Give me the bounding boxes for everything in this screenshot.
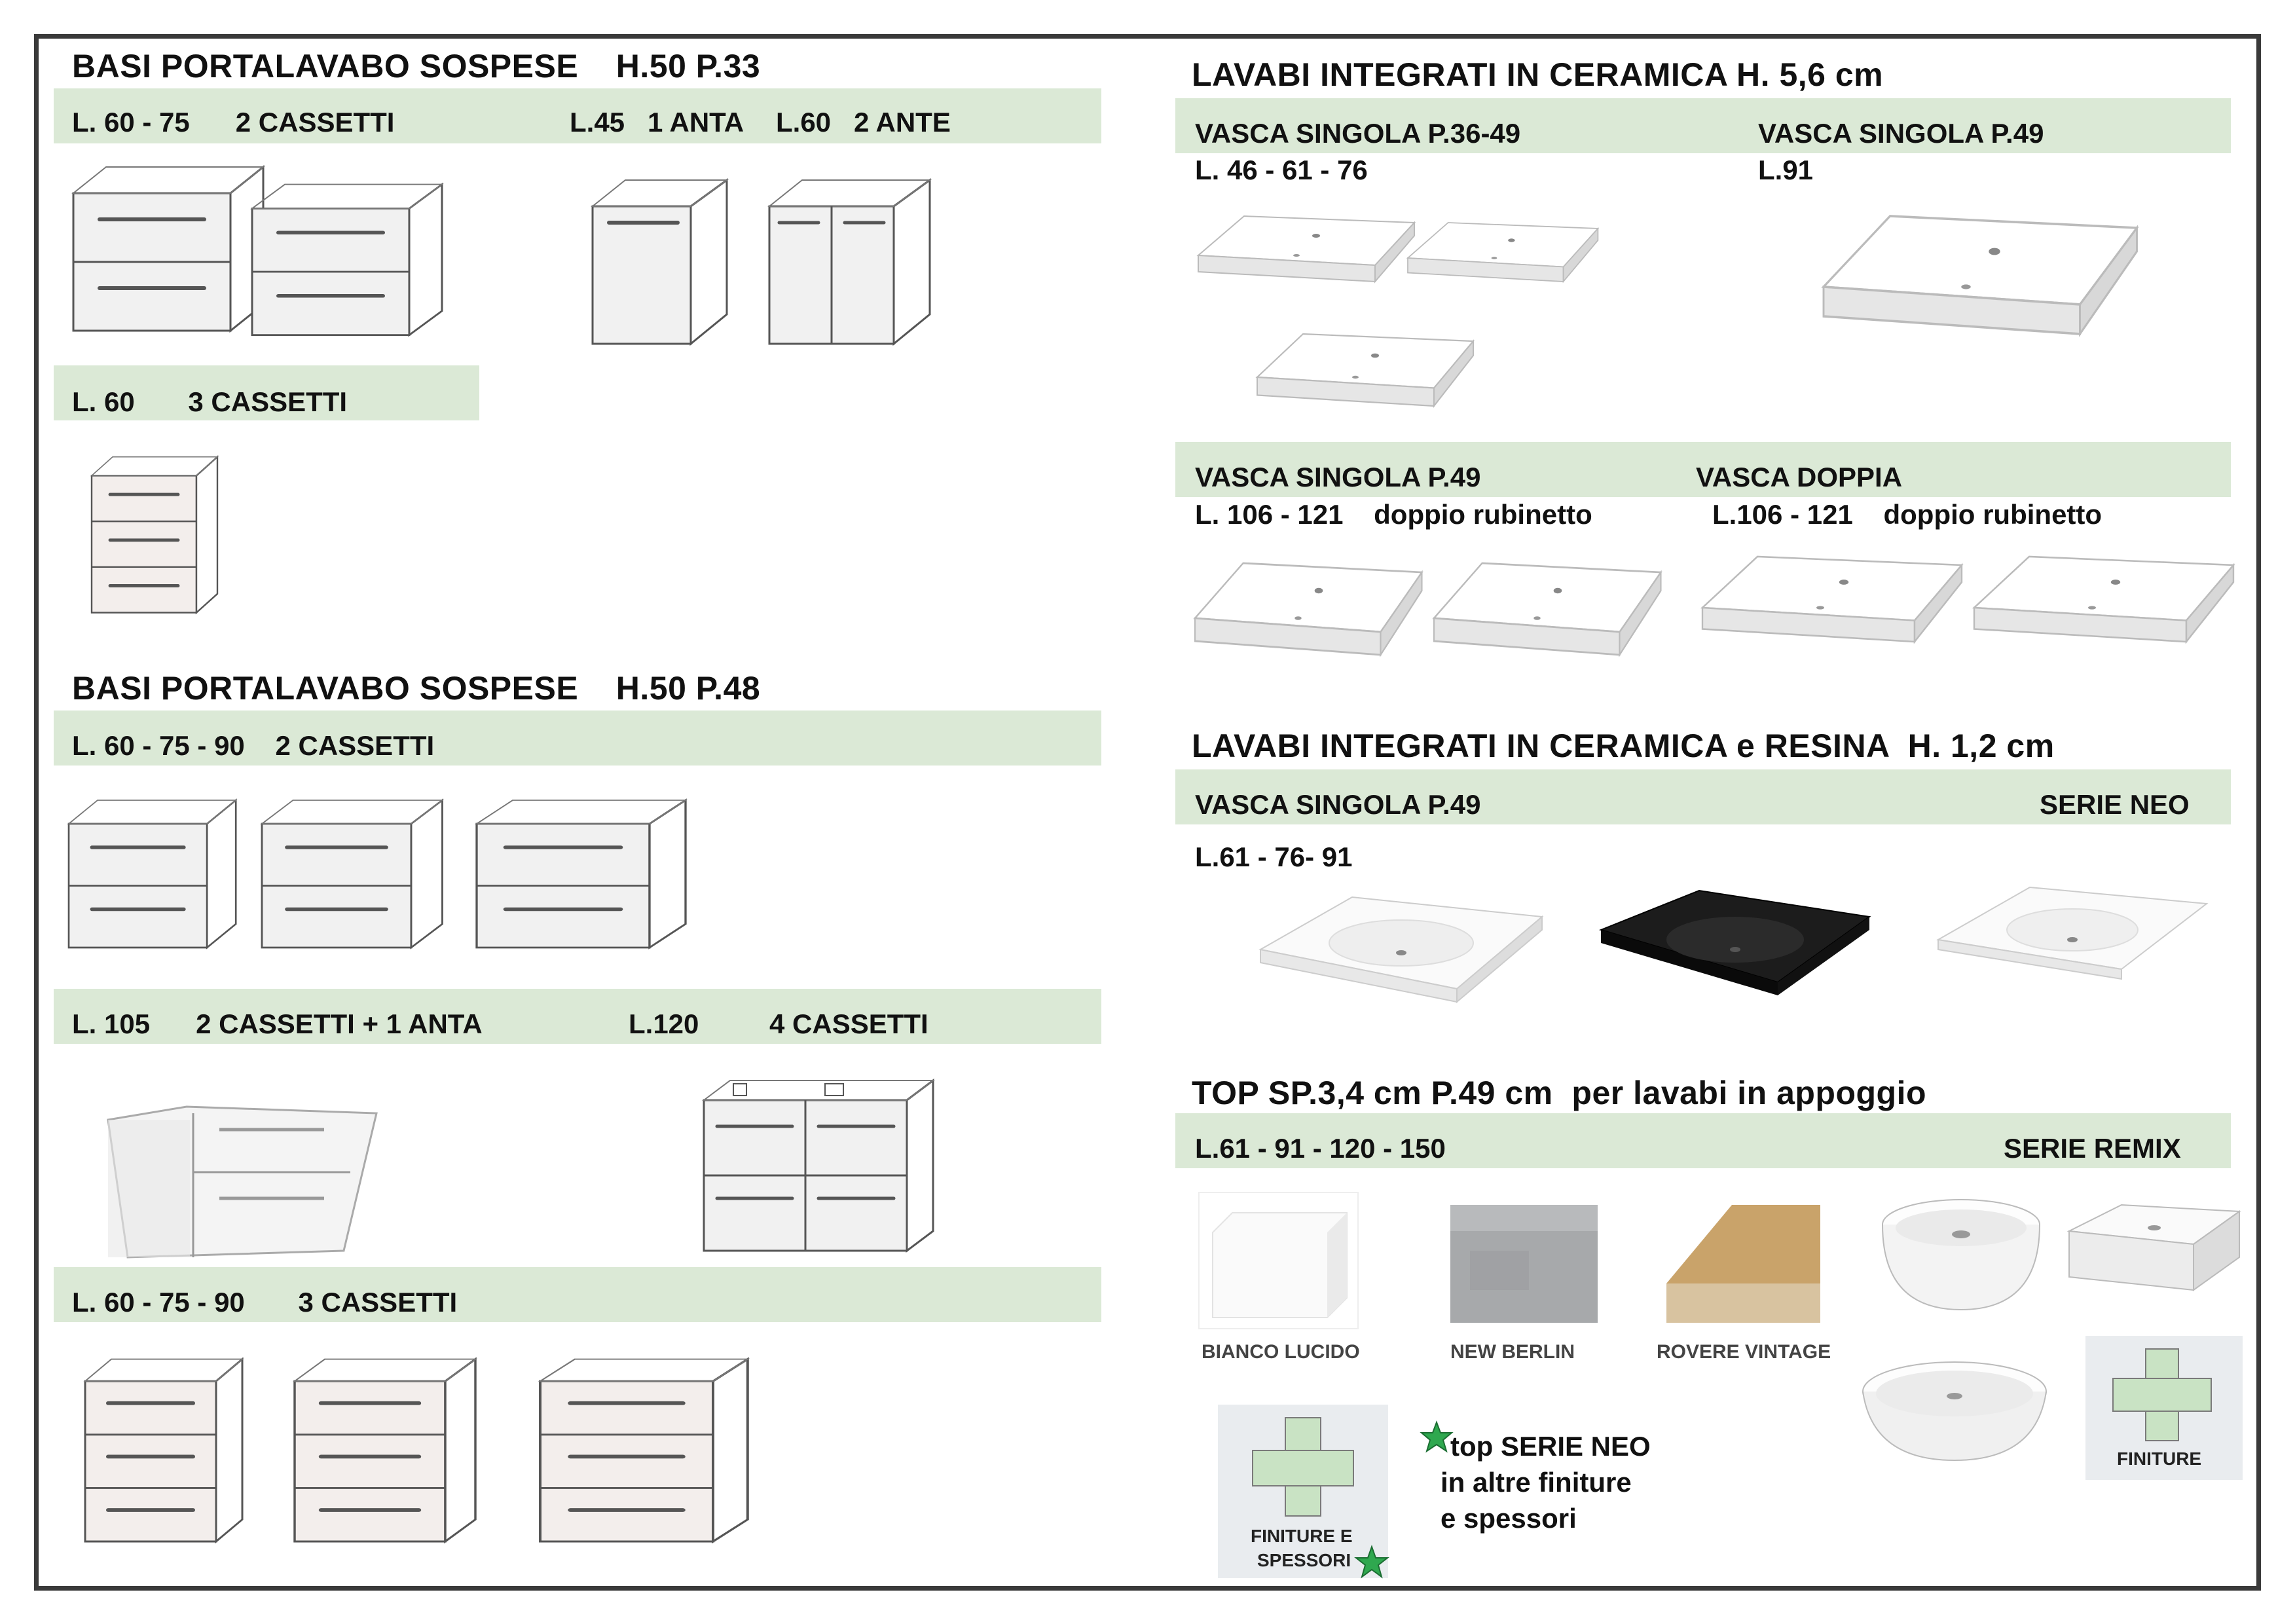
right-s2-row1-b: SERIE NEO [2040, 789, 2190, 820]
basin-oval [1862, 1361, 2047, 1462]
left-s2-row3-a: L. 60 - 75 - 90 3 CASSETTI [72, 1287, 458, 1318]
basin-rect [2066, 1204, 2241, 1291]
note-line1: top SERIE NEO [1450, 1431, 1651, 1462]
right-s1-row2-a-sub: L. 106 - 121 doppio rubinetto [1195, 499, 1592, 530]
cabinet-3-drawers-60 [92, 465, 255, 635]
finish-label-rovere-vintage: ROVERE VINTAGE [1657, 1341, 1831, 1363]
right-s1-row1-a: VASCA SINGOLA P.36-49 [1195, 118, 1521, 149]
right-section1-title: LAVABI INTEGRATI IN CERAMICA H. 5,6 cm [1192, 56, 1884, 93]
finish-label-new-berlin: NEW BERLIN [1450, 1341, 1575, 1363]
cabinet-2-drawers-p48-90 [477, 812, 699, 956]
left-section2-title: BASI PORTALAVABO SOSPESE H.50 P.48 [72, 670, 761, 707]
right-s1-row2-a: VASCA SINGOLA P.49 [1195, 462, 1481, 492]
plus-icon [2112, 1348, 2212, 1441]
right-section2-title: LAVABI INTEGRATI IN CERAMICA e RESINA H.… [1192, 728, 2055, 764]
star-icon [1354, 1544, 1389, 1579]
cabinet-3-drawers-p48-90 [540, 1369, 763, 1552]
left-s1-row1-b: L.45 1 ANTA [570, 107, 744, 138]
plus-icon [1252, 1417, 1354, 1517]
sink-121-double [1973, 555, 2235, 643]
right-s3-row1-a: L.61 - 91 - 120 - 150 [1195, 1133, 1446, 1164]
sink-61 [1407, 222, 1599, 282]
cabinet-105-drawers-door [107, 1105, 378, 1259]
right-s1-row1-b-sub: L.91 [1758, 155, 1814, 185]
left-s2-row2-a: L. 105 2 CASSETTI + 1 ANTA [72, 1008, 483, 1039]
note-line3: e spessori [1441, 1503, 1577, 1534]
left-s2-row2-c: 4 CASSETTI [769, 1008, 928, 1039]
right-s2-band1 [1175, 769, 2231, 824]
right-s1-row2-b: VASCA DOPPIA [1696, 462, 1903, 492]
sink-neo-white-2 [1936, 886, 2209, 980]
left-section1-title: BASI PORTALAVABO SOSPESE H.50 P.33 [72, 48, 761, 84]
right-s1-row2-b-sub: L.106 - 121 doppio rubinetto [1712, 499, 2102, 530]
right-s1-band1 [1175, 98, 2231, 153]
left-s1-row1-a: L. 60 - 75 2 CASSETTI [72, 107, 395, 138]
sink-neo-white-1 [1258, 896, 1544, 1004]
sink-46 [1198, 215, 1415, 282]
right-s3-row1-b: SERIE REMIX [2004, 1133, 2181, 1164]
right-s1-row1-a-sub: L. 46 - 61 - 76 [1195, 155, 1368, 185]
page-frame [34, 34, 2261, 1591]
cabinet-3-drawers-p48-60 [85, 1369, 255, 1552]
right-s1-band2 [1175, 442, 2231, 497]
cabinet-2-drawers-60 [73, 180, 270, 344]
sink-121-single [1433, 562, 1662, 656]
sink-neo-black [1598, 889, 1871, 995]
right-s2-row1-a-sub: L.61 - 76- 91 [1195, 841, 1353, 872]
swatch-bianco-lucido [1198, 1192, 1359, 1329]
left-s1-band1 [54, 88, 1101, 143]
cabinet-4-drawers-120 [702, 1079, 935, 1253]
cabinet-1-door [591, 178, 729, 346]
finish-label-bianco-lucido: BIANCO LUCIDO [1202, 1341, 1360, 1363]
left-s1-row2-a: L. 60 3 CASSETTI [72, 386, 348, 417]
sink-91 [1822, 215, 2139, 335]
right-section3-title: TOP SP.3,4 cm P.49 cm per lavabi in appo… [1192, 1075, 1927, 1111]
cabinet-2-doors [767, 178, 932, 346]
finiture-spessori-box[interactable]: FINITURE E SPESSORI [1218, 1405, 1388, 1578]
cabinet-2-drawers-75 [252, 196, 462, 341]
sink-76 [1256, 333, 1475, 407]
right-s2-row1-a: VASCA SINGOLA P.49 [1195, 789, 1481, 820]
sink-106-single [1194, 562, 1423, 656]
finiture-label: FINITURE [2117, 1449, 2202, 1469]
cabinet-2-drawers-p48-75 [262, 812, 452, 956]
left-s2-row2-b: L.120 [629, 1008, 699, 1039]
left-s1-row1-c: L.60 2 ANTE [776, 107, 951, 138]
left-s2-band2 [54, 989, 1101, 1044]
star-icon [1420, 1420, 1454, 1453]
cabinet-2-drawers-p48-60 [69, 812, 246, 956]
right-s3-band1 [1175, 1113, 2231, 1168]
note-line2: in altre finiture [1441, 1467, 1632, 1498]
cabinet-3-drawers-p48-75 [295, 1369, 491, 1552]
swatch-new-berlin [1444, 1192, 1604, 1329]
left-s2-band1 [54, 710, 1101, 766]
finiture-spessori-line2: SPESSORI [1257, 1550, 1351, 1570]
finiture-spessori-line1: FINITURE E [1251, 1526, 1353, 1546]
swatch-rovere-vintage [1660, 1192, 1820, 1329]
finiture-box[interactable]: FINITURE [2085, 1336, 2243, 1480]
sink-106-double [1701, 555, 1963, 643]
basin-round [1882, 1199, 2040, 1311]
right-s1-row1-b: VASCA SINGOLA P.49 [1758, 118, 2044, 149]
left-s1-band2 [54, 365, 479, 420]
left-s2-band3 [54, 1267, 1101, 1322]
left-s2-row1-a: L. 60 - 75 - 90 2 CASSETTI [72, 730, 435, 761]
